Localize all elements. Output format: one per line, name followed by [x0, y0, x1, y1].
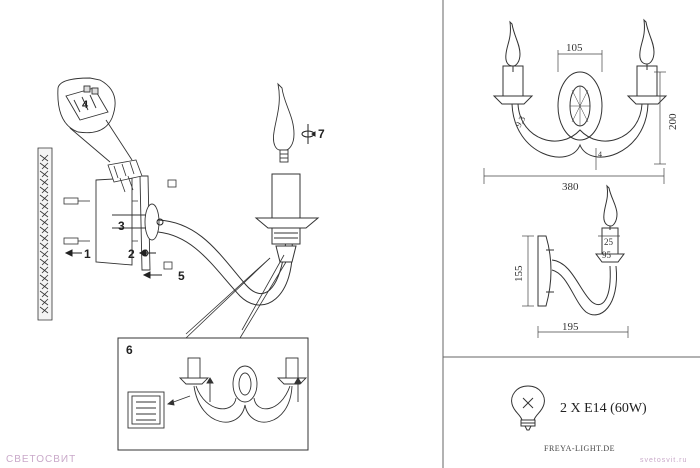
- step-label-2: 2: [128, 247, 135, 261]
- candle-bulb: [273, 82, 295, 163]
- bulb-icon: [511, 385, 545, 431]
- watermark-right: svetosvit.ru: [640, 457, 687, 464]
- watermark-left: СВЕТОСВИТ: [6, 454, 76, 465]
- inset-leaders: [185, 257, 287, 339]
- step-6-inset: 6: [117, 337, 309, 451]
- lamp-arm: [157, 173, 320, 335]
- brand-url: FREYA-LIGHT.DE: [544, 444, 615, 453]
- terminal-callout: [57, 77, 133, 163]
- dim-side-bulb-bottom: 95: [602, 250, 612, 260]
- dim-side-height: 155: [513, 265, 525, 282]
- wiring-terminal: [107, 159, 143, 193]
- dim-front-width: 380: [562, 181, 579, 193]
- dim-front-height: 200: [667, 113, 679, 130]
- bracket-nuts: [163, 179, 177, 270]
- step-label-5: 5: [178, 269, 185, 283]
- step-label-3: 3: [118, 219, 125, 233]
- dim-side-bulb-top: 25: [604, 237, 614, 247]
- front-view: [492, 18, 668, 158]
- dim-front-small: 4: [598, 150, 602, 159]
- step-label-4: 4: [82, 99, 89, 111]
- dim-plate-width: 105: [566, 42, 583, 54]
- wall-texture: [37, 147, 53, 321]
- front-dimensions: [483, 50, 666, 184]
- lamp-spec: 2 X E14 (60W): [560, 401, 647, 416]
- step-label-7: 7: [318, 127, 325, 141]
- side-dimensions: [522, 235, 629, 338]
- step-label-1: 1: [84, 247, 91, 261]
- side-view: [537, 184, 625, 316]
- dim-side-depth: 195: [562, 321, 579, 333]
- rotate-arrow-icon: [301, 124, 316, 144]
- step-arrows: [64, 218, 164, 279]
- step-label-6: 6: [126, 343, 133, 357]
